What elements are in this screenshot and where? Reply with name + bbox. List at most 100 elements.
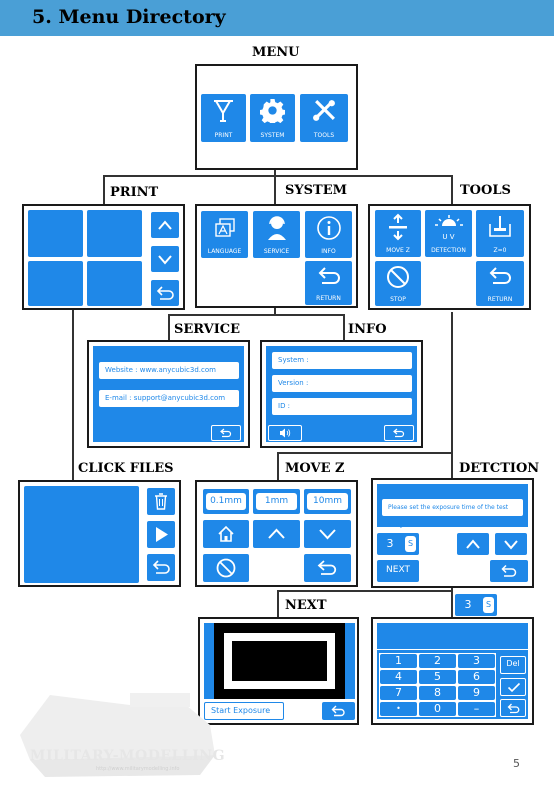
key-2[interactable]: 2 xyxy=(419,654,456,668)
file-thumbnail[interactable] xyxy=(28,261,83,306)
return-button[interactable] xyxy=(304,554,351,582)
connector-system-down xyxy=(274,306,276,316)
return-button[interactable] xyxy=(490,560,528,582)
return-button[interactable] xyxy=(322,702,355,720)
detection-button-label: DETECTION xyxy=(431,247,466,254)
step-1mm-button[interactable]: 1mm xyxy=(253,489,300,514)
chevron-down-icon xyxy=(504,540,518,550)
file-thumbnail[interactable] xyxy=(28,210,83,257)
move-down-button[interactable] xyxy=(304,520,351,548)
connector-print xyxy=(103,175,105,204)
scroll-down-button[interactable] xyxy=(151,246,179,272)
connector-service xyxy=(168,314,170,340)
delete-key[interactable]: Del xyxy=(500,656,526,674)
connector-detection-down xyxy=(451,588,453,618)
detection-button[interactable]: U V DETECTION xyxy=(425,210,472,257)
click-files-screen xyxy=(18,480,181,587)
key-0[interactable]: 0 xyxy=(419,702,456,716)
detection-message-panel: Please set the exposure time of the test… xyxy=(377,484,528,528)
stop-icon xyxy=(216,558,236,578)
key-5[interactable]: 5 xyxy=(419,670,456,684)
key-label: 8 xyxy=(434,686,441,699)
exposure-time-field[interactable]: 3 S xyxy=(455,594,497,616)
key-label: 3 xyxy=(473,654,480,667)
service-button[interactable]: SERVICE xyxy=(253,211,300,258)
z-zero-button[interactable]: Z=0 xyxy=(476,210,524,257)
z-zero-button-label: Z=0 xyxy=(493,247,507,254)
chevron-up-icon xyxy=(466,539,480,549)
move-z-button[interactable]: MOVE Z xyxy=(375,210,421,257)
return-key[interactable] xyxy=(500,699,526,717)
stop-icon xyxy=(387,266,409,288)
speaker-icon xyxy=(280,428,291,438)
return-button[interactable] xyxy=(151,280,179,306)
service-screen: Website : www.anycubic3d.com E-mail : su… xyxy=(87,340,250,448)
file-thumbnail[interactable] xyxy=(87,261,142,306)
increase-button[interactable] xyxy=(457,533,489,555)
return-button[interactable] xyxy=(384,425,414,441)
confirm-key[interactable] xyxy=(500,678,526,696)
start-exposure-button[interactable]: Start Exposure xyxy=(204,702,284,720)
key-minus[interactable]: – xyxy=(458,702,495,716)
step-0.1mm-button[interactable]: 0.1mm xyxy=(203,489,249,514)
tools-icon xyxy=(313,100,335,121)
key-label: 1 xyxy=(395,654,402,667)
key-dot[interactable]: • xyxy=(380,702,417,716)
stop-button[interactable] xyxy=(203,554,249,582)
connector-system-horizontal xyxy=(168,314,344,316)
next-button[interactable]: NEXT xyxy=(377,560,419,582)
tools-button-label: TOOLS xyxy=(313,132,335,139)
decrease-button[interactable] xyxy=(495,533,527,555)
info-button[interactable]: INFO xyxy=(305,211,352,258)
chevron-up-icon xyxy=(268,528,285,539)
return-button[interactable] xyxy=(211,425,241,441)
move-up-button[interactable] xyxy=(253,520,300,548)
checkmark-icon xyxy=(507,682,521,693)
tank-watermark-icon xyxy=(20,693,215,777)
exposure-time-field[interactable]: 3 S xyxy=(377,533,419,555)
language-button[interactable]: LANGUAGE xyxy=(201,211,248,258)
page-number: 5 xyxy=(513,757,520,770)
info-screen: System : Version : ID : xyxy=(260,340,423,448)
system-button[interactable]: SYSTEM xyxy=(250,94,295,142)
step-10mm-button[interactable]: 10mm xyxy=(304,489,351,514)
home-button[interactable] xyxy=(203,520,249,548)
print-label: PRINT xyxy=(110,185,159,200)
return-arrow-icon xyxy=(220,428,232,438)
key-6[interactable]: 6 xyxy=(458,670,495,684)
step-label: 1mm xyxy=(256,493,297,510)
print-button[interactable]: PRINT xyxy=(201,94,246,142)
delete-key-label: Del xyxy=(506,659,520,668)
connector-menu-horizontal xyxy=(103,175,452,177)
sound-button[interactable] xyxy=(268,425,302,441)
return-button[interactable]: RETURN xyxy=(476,261,524,306)
test-image-center xyxy=(232,641,327,681)
play-button[interactable] xyxy=(147,521,175,548)
website-field: Website : www.anycubic3d.com xyxy=(99,362,239,379)
stop-button[interactable]: STOP xyxy=(375,261,421,306)
scroll-up-button[interactable] xyxy=(151,212,179,238)
delete-button[interactable] xyxy=(147,488,175,515)
return-button[interactable] xyxy=(147,554,175,581)
tools-label: TOOLS xyxy=(460,183,511,198)
key-3[interactable]: 3 xyxy=(458,654,495,668)
print-button-label: PRINT xyxy=(214,132,233,139)
tools-button[interactable]: TOOLS xyxy=(300,94,348,142)
move-z-screen: 0.1mm 1mm 10mm xyxy=(195,480,358,587)
key-label: 6 xyxy=(473,670,480,683)
keypad-display xyxy=(377,623,528,650)
watermark-url: http://www.militarymodelling.info xyxy=(96,766,180,772)
key-4[interactable]: 4 xyxy=(380,670,417,684)
key-label: • xyxy=(396,704,401,713)
section-title: 5. Menu Directory xyxy=(32,6,226,28)
return-arrow-icon xyxy=(331,705,345,717)
connector-tools-down xyxy=(451,312,453,454)
file-thumbnail[interactable] xyxy=(87,210,142,257)
key-7[interactable]: 7 xyxy=(380,686,417,700)
return-arrow-icon xyxy=(152,560,170,574)
key-8[interactable]: 8 xyxy=(419,686,456,700)
key-1[interactable]: 1 xyxy=(380,654,417,668)
key-9[interactable]: 9 xyxy=(458,686,495,700)
info-icon xyxy=(317,216,341,240)
return-button[interactable]: RETURN xyxy=(305,261,352,305)
